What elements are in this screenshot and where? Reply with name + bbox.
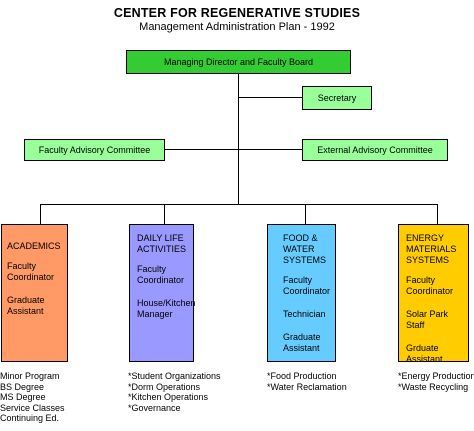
secretary-label: Secretary: [317, 92, 357, 103]
role-label: Graduate Assistant: [7, 295, 45, 316]
department-title: ACADEMICS: [7, 241, 61, 251]
role-label: Solar Park Staff: [406, 309, 449, 330]
role-label: Faculty Coordinator: [283, 275, 331, 296]
list-item: *Governance: [128, 402, 181, 413]
connector-departments-horizontal: [40, 204, 438, 205]
list-item: BS Degree: [0, 381, 45, 392]
daily-life-activities-list: *Student Organizations*Dorm Operations*K…: [128, 371, 221, 413]
list-item: MS Degree: [0, 392, 46, 402]
daily-life-activities-box: DAILY LIFE ACTIVITIES Faculty Coordinator…: [129, 224, 196, 362]
connector-committees: [165, 149, 302, 150]
faculty-advisory-committee-box: Faculty Advisory Committee: [24, 139, 165, 161]
connector-secretary: [238, 97, 302, 98]
managing-director-box: Managing Director and Faculty Board: [126, 50, 351, 74]
chart-subtitle: Management Administration Plan - 1992: [139, 21, 335, 33]
role-label: House/Kitchen Manager: [137, 298, 196, 319]
connector-vertical-main: [238, 74, 239, 204]
list-item: *Kitchen Operations: [128, 392, 209, 402]
role-label: Grduate Assistant: [406, 343, 443, 364]
role-label: Faculty Coordinator: [7, 261, 55, 282]
department-title: DAILY LIFE ACTIVITIES: [137, 233, 187, 254]
external-advisory-committee-box: External Advisory Committee: [302, 139, 448, 161]
energy-materials-list: *Energy Production*Waste Recycling: [398, 371, 474, 392]
faculty-advisory-committee-label: Faculty Advisory Committee: [38, 144, 151, 155]
list-item: *Student Organizations: [128, 371, 221, 381]
list-item: *Food Production: [267, 371, 337, 381]
list-item: Minor Program: [0, 371, 60, 381]
role-label: Faculty Coordinator: [137, 264, 185, 285]
connector-daily-life: [164, 204, 165, 224]
secretary-box: Secretary: [302, 86, 372, 110]
list-item: *Water Reclamation: [267, 381, 347, 392]
role-label: Technician: [283, 309, 326, 319]
department-title: FOOD & WATER SYSTEMS: [283, 233, 327, 265]
list-item: Continuing Ed.: [0, 413, 60, 423]
external-advisory-committee-label: External Advisory Committee: [317, 144, 433, 155]
chart-title: CENTER FOR REGENERATIVE STUDIES: [113, 6, 361, 20]
energy-materials-systems-box: ENERGY MATERIALS SYSTEMS Faculty Coordina…: [398, 224, 469, 365]
managing-director-label: Managing Director and Faculty Board: [163, 56, 314, 67]
connector-food-water: [305, 204, 306, 224]
connector-energy: [437, 204, 438, 224]
food-water-list: *Food Production*Water Reclamation: [267, 371, 347, 392]
department-title: ENERGY MATERIALS SYSTEMS: [406, 233, 457, 265]
list-item: *Dorm Operations: [128, 381, 201, 392]
list-item: Service Classes: [0, 402, 65, 413]
connector-academics: [40, 204, 41, 224]
role-label: Graduate Assistant: [283, 332, 321, 353]
role-label: Faculty Coordinator: [406, 275, 454, 296]
list-item: *Waste Recycling: [398, 381, 469, 392]
list-item: *Energy Production: [398, 371, 474, 381]
